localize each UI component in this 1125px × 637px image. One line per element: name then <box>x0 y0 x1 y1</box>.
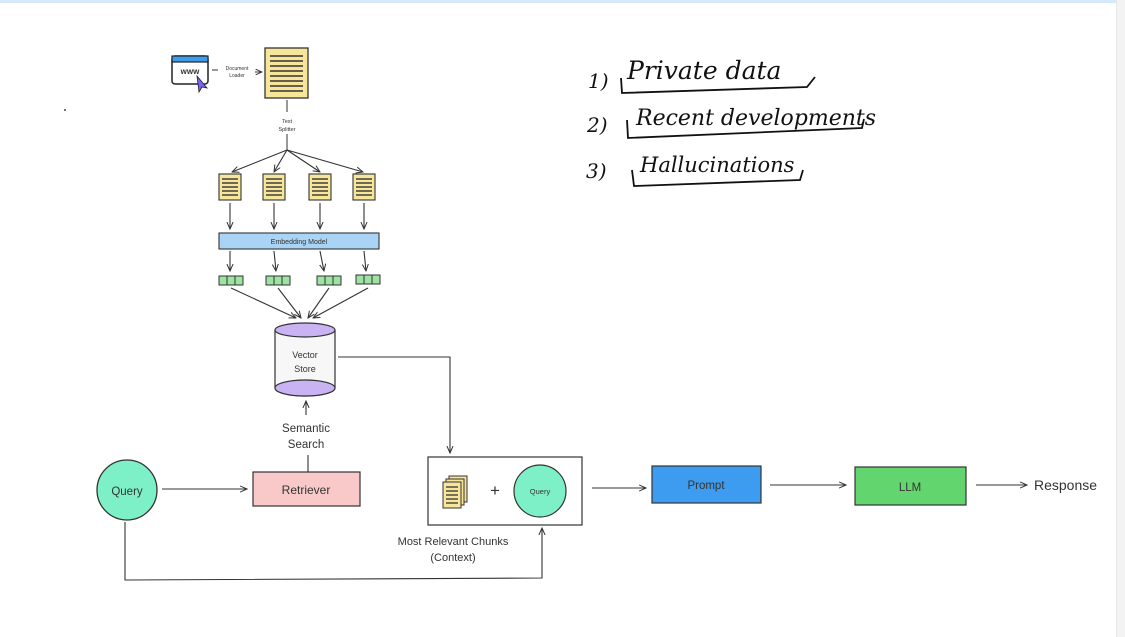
note-1-number: 1) <box>588 69 609 93</box>
document-loader-label-2: Loader <box>229 73 245 79</box>
stray-dot <box>64 109 66 111</box>
note-2-number: 2) <box>586 113 608 137</box>
store-arrows <box>230 287 369 318</box>
retriever-label: Retriever <box>282 483 331 497</box>
semantic-search-label-1: Semantic <box>282 423 330 435</box>
chunk-doc-1 <box>218 173 242 201</box>
vector-chip-1 <box>218 275 244 286</box>
chunk-doc-2 <box>262 173 286 201</box>
note-1-underline <box>620 76 816 94</box>
cursor-icon <box>196 74 209 94</box>
query-node <box>96 459 158 521</box>
query-label: Query <box>111 486 143 498</box>
plus-sign: + <box>490 481 500 500</box>
vector-chip-4 <box>355 274 381 285</box>
split-arrows <box>232 149 363 172</box>
embed-arrows <box>230 203 364 229</box>
note-3-text: Hallucinations <box>639 153 795 177</box>
vector-chip-2 <box>265 275 291 286</box>
vector-store-label-1: Vector <box>292 350 318 360</box>
llm-label: LLM <box>899 482 921 494</box>
chunk-doc-4 <box>352 173 376 201</box>
note-2-underline <box>626 118 865 139</box>
source-document-icon <box>264 47 309 99</box>
prompt-label: Prompt <box>687 480 725 492</box>
context-query-label: Query <box>530 487 551 496</box>
store-to-context-arrow <box>338 356 450 453</box>
context-caption-1: Most Relevant Chunks <box>398 536 509 548</box>
context-caption-2: (Context) <box>430 552 475 564</box>
query-loop-arrow <box>124 522 542 581</box>
response-label: Response <box>1034 477 1097 493</box>
chunk-doc-3 <box>308 173 332 201</box>
context-query-node <box>513 464 567 518</box>
vector-arrows <box>230 250 366 271</box>
embedding-model-label: Embedding Model <box>271 239 328 246</box>
note-3-number: 3) <box>586 159 607 183</box>
top-border <box>0 0 1125 3</box>
note-3-underline <box>631 169 804 187</box>
prompt-box <box>651 465 762 504</box>
vector-store-cylinder <box>274 322 336 397</box>
llm-box <box>854 466 967 506</box>
text-splitter-label-2: Splitter <box>278 127 295 133</box>
note-1-text: Private data <box>626 56 781 85</box>
web-page-icon: www <box>171 55 209 94</box>
chunk-documents <box>218 173 376 201</box>
vector-chip-3 <box>316 275 342 286</box>
vertical-scrollbar[interactable] <box>1116 0 1125 637</box>
vector-store-label-2: Store <box>294 364 316 374</box>
embedding-model-box <box>218 232 380 250</box>
note-2-text: Recent developments <box>635 106 876 131</box>
handwritten-notes: 1) Private data 2) Recent developments 3… <box>586 56 876 187</box>
document-loader-label-1: Document <box>226 66 249 72</box>
retriever-box <box>252 471 361 507</box>
text-splitter-label-1: Text <box>282 119 293 125</box>
web-icon-text: www <box>180 67 200 76</box>
context-documents-icon <box>442 475 468 509</box>
semantic-search-label-2: Search <box>288 439 324 451</box>
embedding-vectors <box>218 274 381 286</box>
